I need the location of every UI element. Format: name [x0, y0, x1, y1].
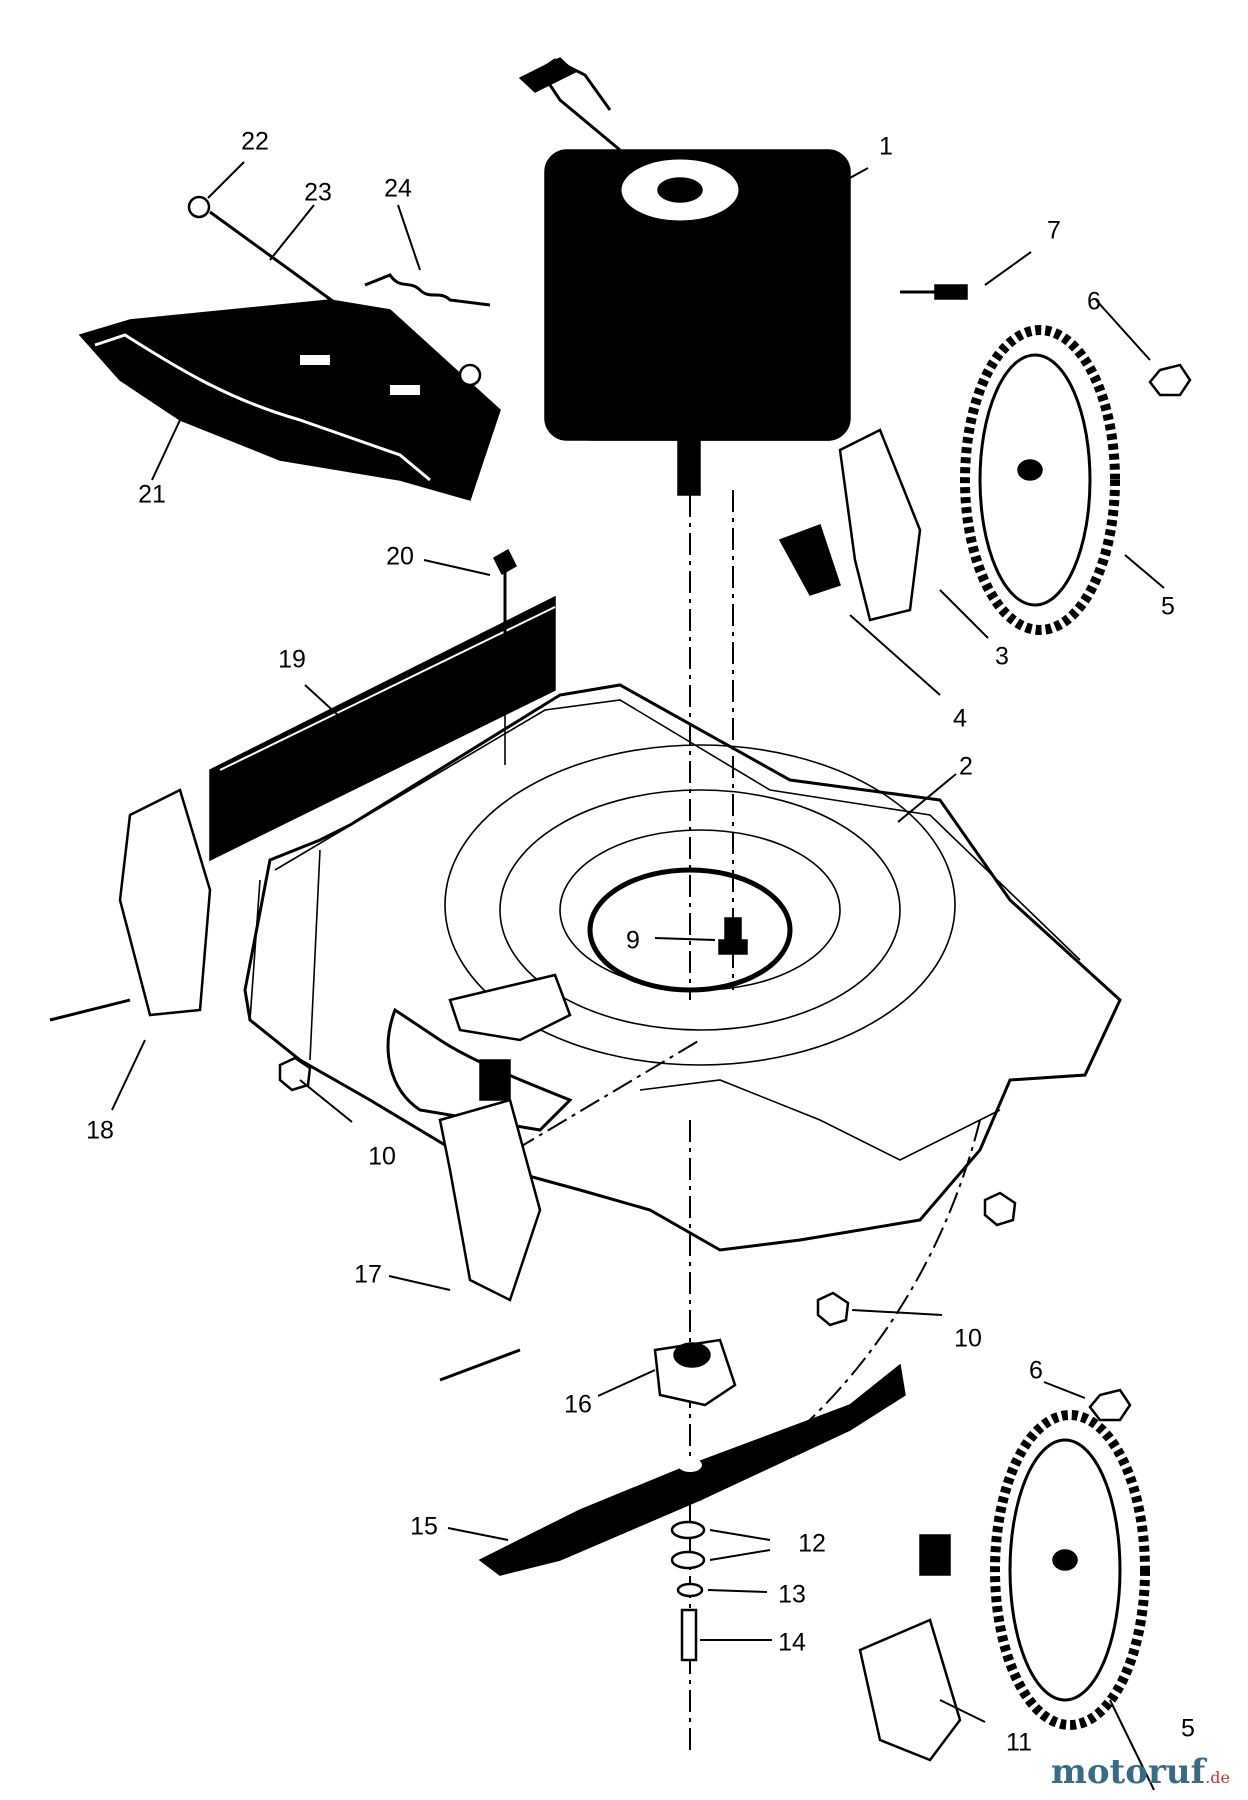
- callout-1: 1: [879, 133, 893, 161]
- callout-24: 24: [384, 175, 412, 203]
- watermark-logo: motoruf.de: [1051, 1752, 1230, 1792]
- callout-11: 11: [1006, 1729, 1032, 1757]
- callout-14: 14: [778, 1629, 806, 1657]
- callout-23: 23: [304, 179, 332, 207]
- callout-10-right: 10: [954, 1325, 982, 1353]
- blade-assembly-part: [478, 1338, 906, 1662]
- callout-20: 20: [386, 543, 414, 571]
- callout-17: 17: [354, 1261, 382, 1289]
- callout-21: 21: [138, 481, 166, 509]
- callout-13: 13: [778, 1581, 806, 1609]
- callout-4: 4: [953, 705, 967, 733]
- callout-labels: 1 2 3 4 5 5 6 6 7 9 10 10 11 12 13 14 15…: [86, 128, 1195, 1757]
- assembly-axes: [514, 490, 981, 1750]
- callout-16: 16: [564, 1391, 592, 1419]
- deck-nut-part: [278, 1056, 1017, 1327]
- callout-19: 19: [278, 646, 306, 674]
- baffle-part: [209, 548, 556, 862]
- leader-lines: [111, 161, 1165, 1791]
- callout-5-bottom: 5: [1181, 1715, 1195, 1743]
- callout-7: 7: [1047, 217, 1061, 245]
- callout-6-bottom: 6: [1029, 1357, 1043, 1385]
- callout-6-top: 6: [1087, 288, 1101, 316]
- callout-2: 2: [959, 753, 973, 781]
- callout-3: 3: [995, 643, 1009, 671]
- wheel-bottom-right-part: [990, 1410, 1150, 1730]
- callout-15: 15: [410, 1513, 438, 1541]
- engine-part: [518, 57, 851, 496]
- callout-9: 9: [626, 927, 640, 955]
- callout-10-left: 10: [368, 1143, 396, 1171]
- callout-22: 22: [241, 128, 269, 156]
- wheel-nut-part: [900, 284, 1192, 1422]
- wheel-top-right-part: [960, 325, 1120, 635]
- callout-18: 18: [86, 1117, 114, 1145]
- callout-12: 12: [798, 1530, 826, 1558]
- discharge-flap-part: [78, 195, 501, 501]
- height-adjuster-part: [49, 428, 962, 1762]
- watermark-suffix: .de: [1205, 1768, 1230, 1787]
- deck-part: [243, 683, 1122, 1252]
- watermark-brand: motoruf: [1050, 1752, 1206, 1792]
- callout-5-top: 5: [1161, 593, 1175, 621]
- spindle-bolt-part: [718, 917, 748, 955]
